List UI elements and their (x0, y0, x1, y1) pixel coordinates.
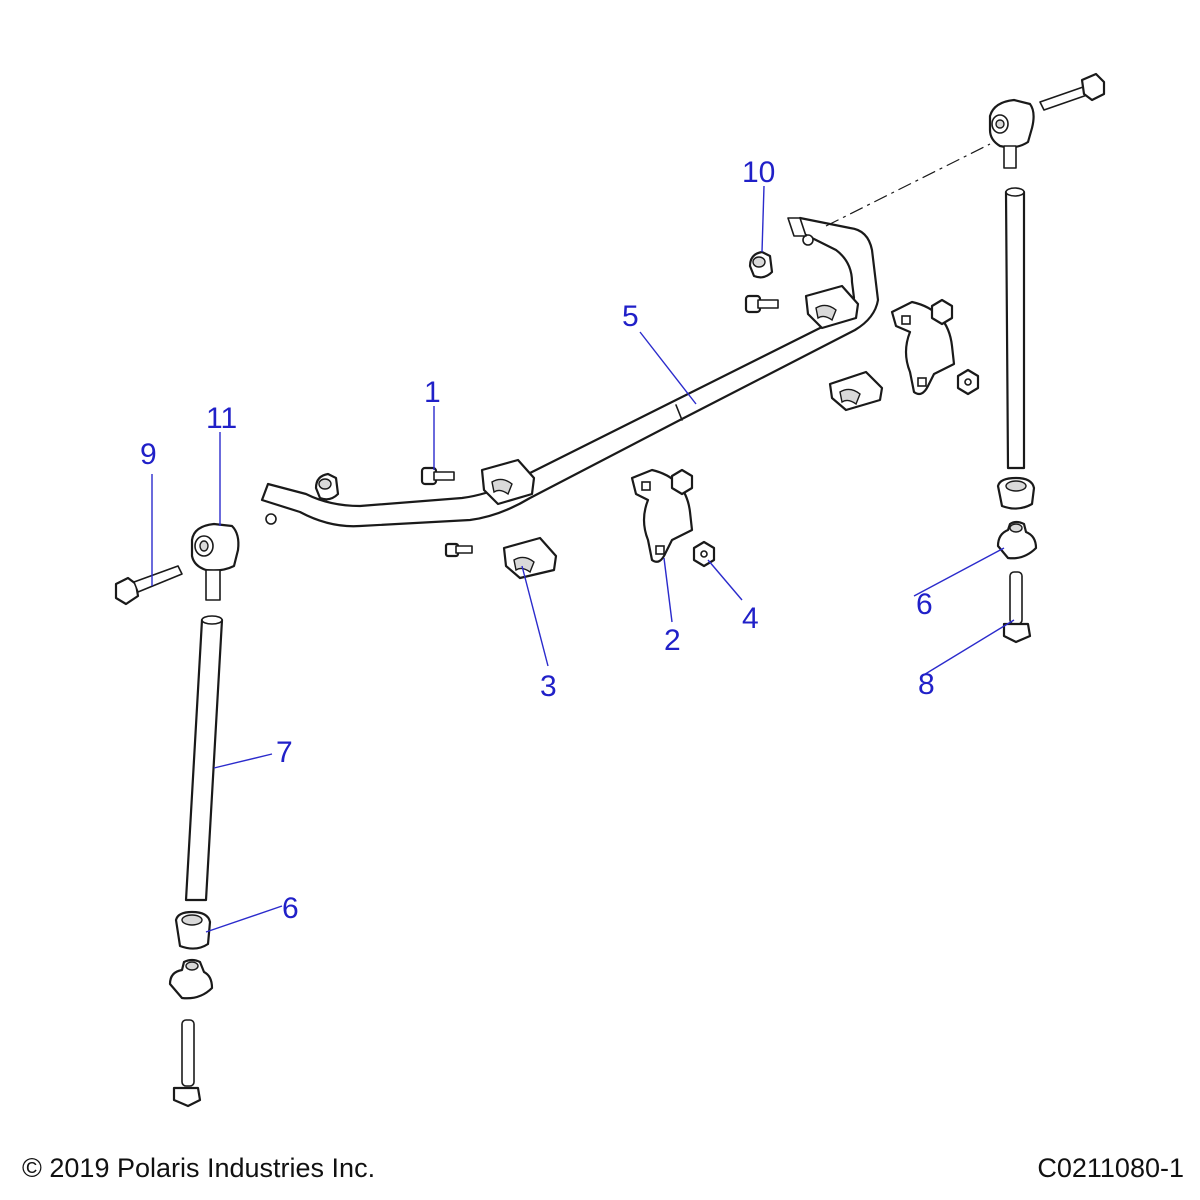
nut-4a (692, 540, 716, 568)
copyright-notice: © 2019 Polaris Industries Inc. (22, 1153, 376, 1183)
grommet-6-right-upper (996, 476, 1036, 510)
bolt-8-left (172, 1019, 202, 1108)
callout-11: 11 (206, 402, 237, 435)
nut-4c (956, 368, 980, 396)
grommet-6-right-lower (996, 520, 1038, 560)
callout-10: 10 (742, 156, 775, 189)
bushing-3c (804, 284, 860, 330)
nut-4d (930, 298, 954, 326)
figure-code: C0211080-1 (1037, 1153, 1184, 1183)
flange-nut-10a (748, 250, 774, 279)
grommet-6-left-lower (168, 958, 214, 1000)
callout-8: 8 (918, 668, 935, 701)
callout-9: 9 (140, 438, 157, 471)
bolt-1a (420, 466, 455, 486)
bolt-8-right (1002, 571, 1032, 644)
bolt-9-right (1039, 72, 1106, 111)
bolt-9 (114, 565, 183, 606)
callout-3: 3 (540, 670, 557, 703)
link-end-11-right (988, 98, 1035, 169)
leader-lines (151, 185, 1015, 933)
callout-5: 5 (622, 300, 639, 333)
bolt-1c (444, 542, 473, 558)
nut-4b (670, 468, 694, 496)
callout-7: 7 (276, 736, 293, 769)
assembly-centerline (825, 143, 991, 227)
bushing-3a (480, 458, 536, 506)
flange-nut-10b (314, 472, 340, 501)
link-end-11-left (190, 522, 240, 601)
callout-4: 4 (742, 602, 759, 635)
bushing-3b (502, 536, 558, 580)
callout-6-right: 6 (916, 588, 933, 621)
callout-1: 1 (424, 376, 441, 409)
callout-6-left: 6 (282, 892, 299, 925)
bushing-3d (828, 370, 884, 412)
callout-2: 2 (664, 624, 681, 657)
grommet-6-left-upper (174, 910, 212, 950)
stabilizer-bar (260, 216, 880, 528)
bolt-1b (744, 294, 779, 314)
link-rod-7-right (1004, 187, 1026, 470)
link-rod-7-left (184, 615, 224, 902)
